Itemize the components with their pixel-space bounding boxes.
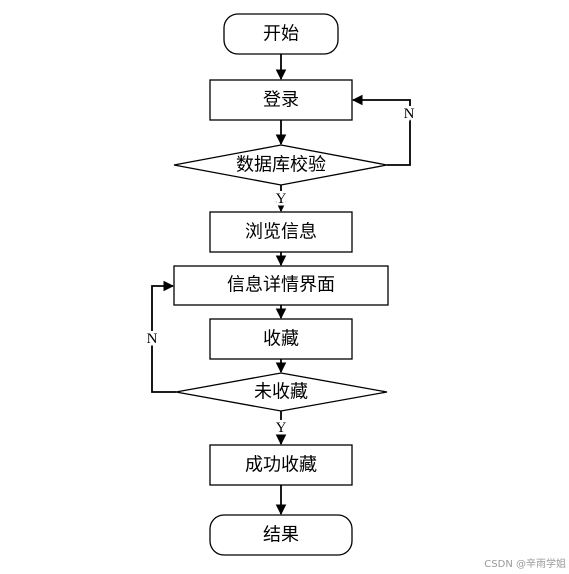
arrow-db-check-no-loop — [351, 94, 411, 166]
end-node-label: 结果 — [263, 525, 299, 546]
browse-node-label: 浏览信息 — [245, 222, 317, 243]
success-node-label: 成功收藏 — [245, 455, 317, 476]
not-favorited-decision: 未收藏 — [175, 372, 388, 412]
db-check-decision-label: 数据库校验 — [236, 155, 326, 176]
arrow-not-favorited-no-loop — [151, 280, 176, 393]
start-node: 开始 — [223, 13, 339, 55]
browse-node: 浏览信息 — [209, 211, 353, 253]
login-node: 登录 — [209, 79, 353, 121]
start-node-label: 开始 — [263, 24, 299, 45]
not-favorited-decision-label: 未收藏 — [254, 382, 308, 403]
not-favorited-no-label: N — [147, 331, 158, 347]
end-node: 结果 — [209, 514, 353, 556]
not-favorited-yes-label: Y — [276, 420, 287, 436]
db-check-decision: 数据库校验 — [173, 144, 388, 186]
detail-node: 信息详情界面 — [173, 265, 389, 306]
favorite-node: 收藏 — [209, 318, 353, 360]
db-check-yes-label: Y — [276, 191, 287, 207]
login-node-label: 登录 — [263, 90, 299, 111]
db-check-no-label: N — [404, 106, 415, 122]
detail-node-label: 信息详情界面 — [227, 275, 335, 296]
success-node: 成功收藏 — [209, 444, 353, 486]
watermark: CSDN @辛雨学姐 — [484, 557, 566, 570]
favorite-node-label: 收藏 — [263, 329, 299, 350]
